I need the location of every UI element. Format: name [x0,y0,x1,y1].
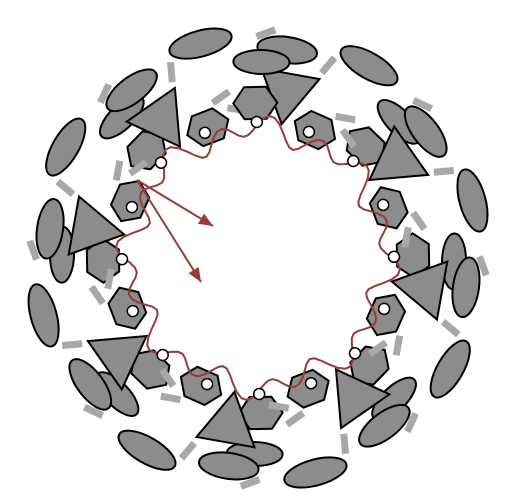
trace-node [378,199,389,210]
trace-node [251,117,262,128]
trace-node [156,157,167,168]
trace-node [127,306,138,317]
trace-node [348,156,359,167]
trace-node [157,350,168,361]
trace-node [126,202,137,213]
trace-node [254,389,265,400]
trace-node [199,127,210,138]
trace-node [389,251,400,262]
trace-node [202,379,213,390]
trace-node [117,254,128,265]
ellipse-block [233,50,289,75]
trace-node [303,126,314,137]
trace-node [350,348,361,359]
trace-node [379,303,390,314]
trace-node [306,378,317,389]
